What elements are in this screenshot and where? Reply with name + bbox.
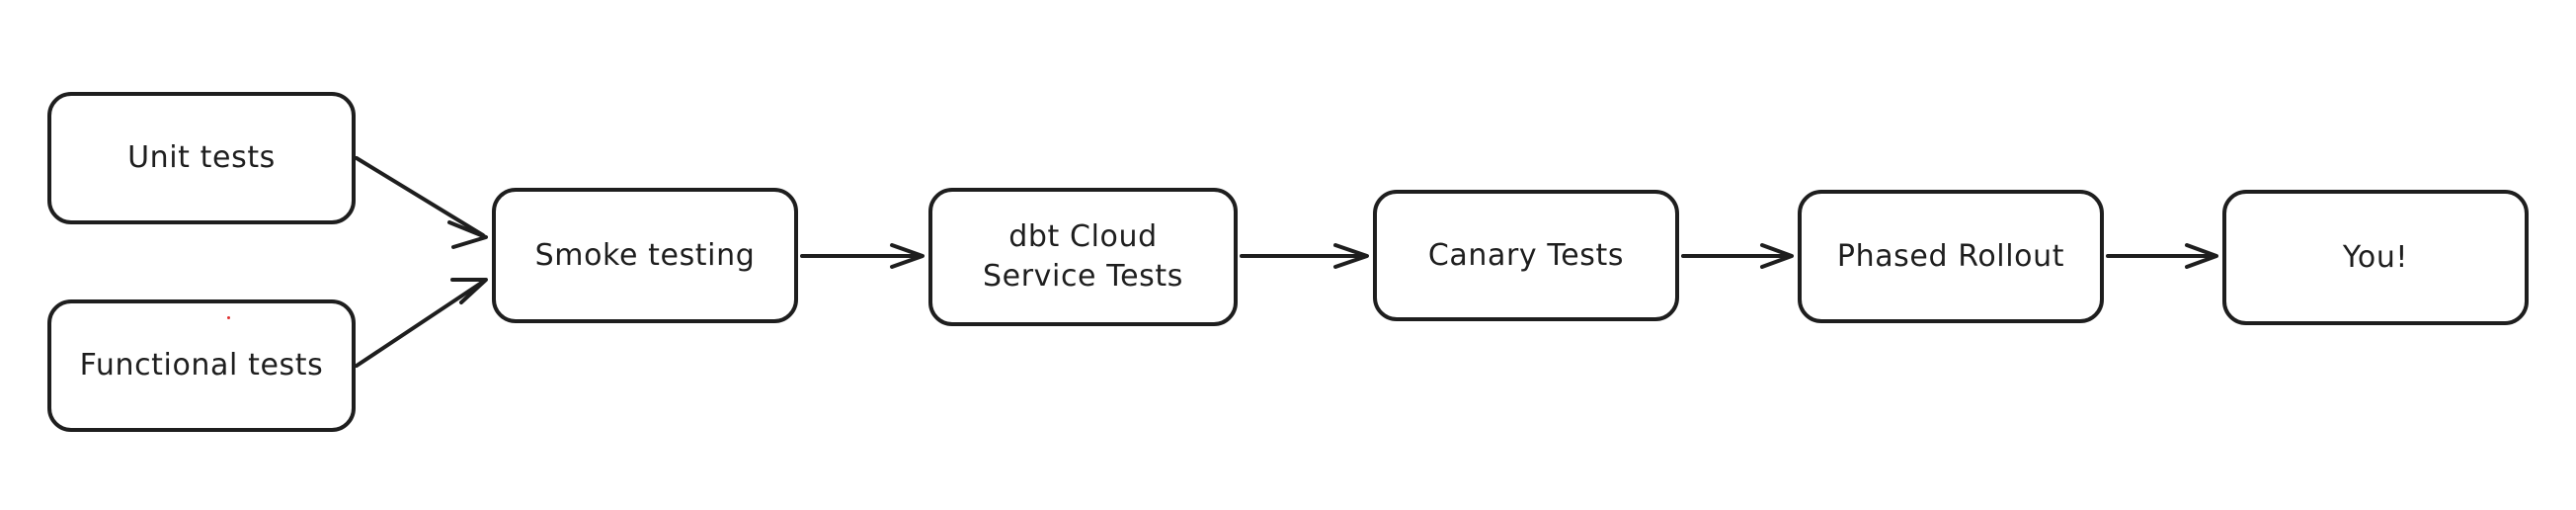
- edge-unit-to-smoke: [355, 156, 488, 249]
- node-you[interactable]: You!: [2222, 190, 2529, 325]
- node-phased-rollout[interactable]: Phased Rollout: [1798, 190, 2104, 323]
- stray-dot-marker: [227, 316, 230, 319]
- node-dbt-cloud-service-tests[interactable]: dbt Cloud Service Tests: [928, 188, 1238, 326]
- node-smoke-testing-label: Smoke testing: [534, 237, 756, 273]
- node-functional-tests-label: Functional tests: [79, 348, 324, 383]
- node-unit-tests-label: Unit tests: [127, 140, 276, 176]
- node-canary-tests[interactable]: Canary Tests: [1373, 190, 1679, 321]
- node-you-label: You!: [2342, 239, 2409, 275]
- node-phased-rollout-label: Phased Rollout: [1836, 238, 2065, 274]
- node-canary-tests-label: Canary Tests: [1427, 237, 1625, 273]
- edge-phased-to-you: [2106, 243, 2218, 269]
- node-unit-tests[interactable]: Unit tests: [47, 92, 356, 224]
- edge-smoke-to-dbt: [800, 243, 925, 269]
- edge-functional-to-smoke: [355, 278, 488, 368]
- edge-dbt-to-canary: [1240, 243, 1369, 269]
- node-smoke-testing[interactable]: Smoke testing: [492, 188, 798, 323]
- node-functional-tests[interactable]: Functional tests: [47, 299, 356, 432]
- edge-canary-to-phased: [1681, 243, 1794, 269]
- node-dbt-cloud-service-tests-label: dbt Cloud Service Tests: [983, 219, 1183, 294]
